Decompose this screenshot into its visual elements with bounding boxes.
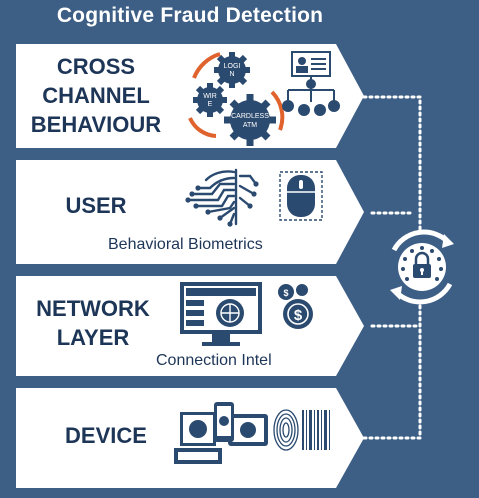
- layer-label: USER: [36, 191, 156, 220]
- gear-label: N: [229, 71, 234, 78]
- org-chart-icon: [282, 51, 340, 116]
- layer-network: NETWORK LAYER Connection Intel $ $: [16, 276, 366, 376]
- layer-subtitle: Behavioral Biometrics: [108, 236, 263, 253]
- brain-circuit-icon: [185, 168, 259, 227]
- dollar-coins-icon: $ $: [278, 284, 313, 329]
- dollar-glyph: $: [294, 307, 303, 324]
- layer-user: USER Behavioral Biometrics: [16, 160, 366, 264]
- layer-cross-channel: CROSS CHANNEL BEHAVIOUR: [16, 44, 366, 148]
- dollar-glyph: $: [283, 288, 288, 298]
- gear-label: LOGI: [224, 63, 241, 70]
- gear-label: WIR: [203, 93, 217, 100]
- layer-device: DEVICE: [16, 388, 366, 488]
- layer-label-line: CROSS: [56, 54, 136, 79]
- layer-label: NETWORK LAYER: [22, 294, 164, 352]
- monitor-network-icon: [180, 282, 262, 346]
- mouse-icon: [279, 171, 323, 221]
- lock-cycle-icon: [385, 229, 459, 305]
- gear-label: ATM: [243, 122, 257, 129]
- layer-panel: [16, 44, 364, 148]
- diagram-title: Cognitive Fraud Detection: [56, 4, 324, 27]
- layer-label: CROSS CHANNEL BEHAVIOUR: [22, 52, 170, 139]
- layer-panel: [16, 160, 364, 264]
- layer-label-line: BEHAVIOUR: [30, 112, 162, 137]
- gear-label: E: [208, 101, 213, 108]
- gear-label: CARDLESS: [231, 113, 269, 120]
- layer-label: DEVICE: [36, 421, 176, 450]
- layer-label-line: USER: [65, 193, 127, 218]
- layer-label-line: NETWORK: [36, 296, 150, 321]
- gears-icon: LOGI N WIR E CARDLESS ATM: [188, 52, 285, 146]
- layer-label-line: LAYER: [56, 325, 130, 350]
- devices-icon: [174, 402, 268, 464]
- layer-label-line: CHANNEL: [42, 83, 150, 108]
- layer-subtitle: Connection Intel: [156, 352, 272, 369]
- layer-label-line: DEVICE: [65, 423, 147, 448]
- fingerprint-icon: [273, 409, 330, 451]
